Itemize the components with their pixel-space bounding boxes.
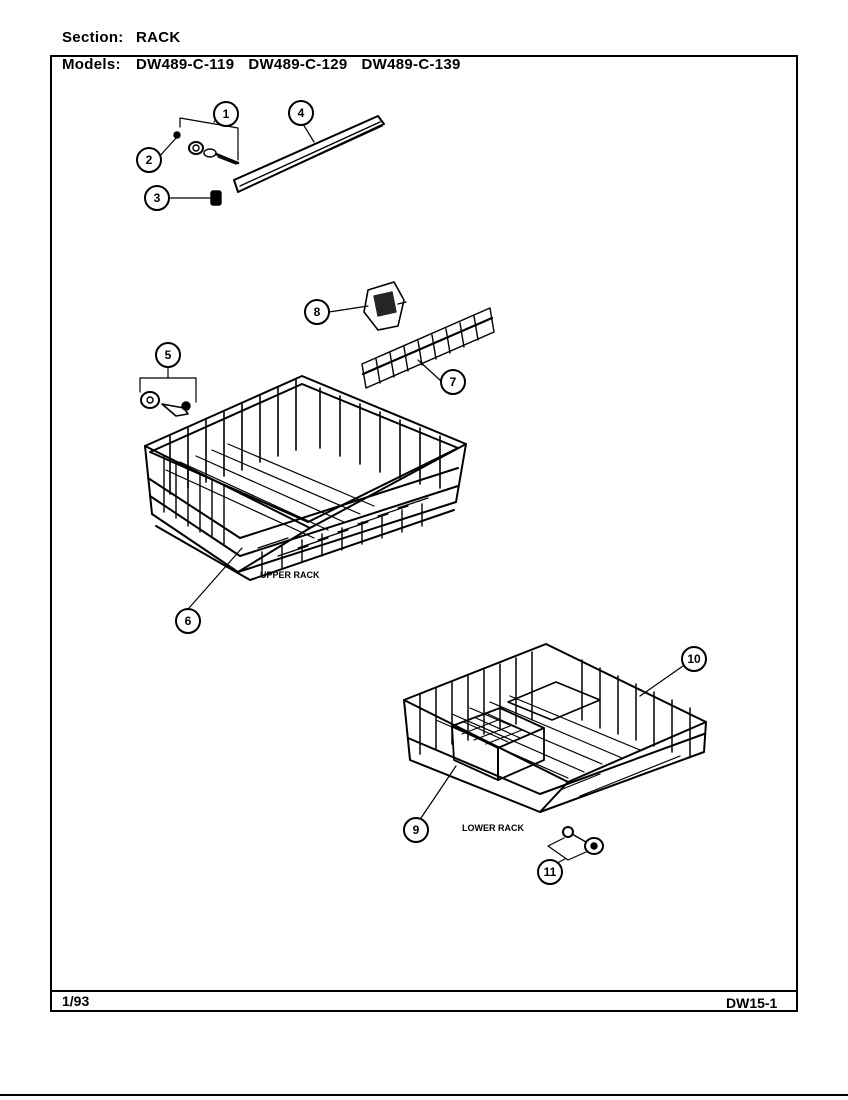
callout-9: 9 xyxy=(413,823,420,837)
section-label: Section: xyxy=(62,29,124,46)
callouts xyxy=(136,100,707,885)
screw-assembly-part xyxy=(173,131,240,165)
roller-part xyxy=(140,391,191,417)
callout-3-circle xyxy=(144,185,170,211)
callout-4-circle xyxy=(288,100,314,126)
callout-11-circle xyxy=(537,859,563,885)
section-row: Section: RACK xyxy=(62,29,181,46)
callout-9-circle xyxy=(403,817,429,843)
page-bottom-rule xyxy=(0,1094,848,1096)
model-number: DW489-C-119 xyxy=(136,56,235,73)
callout-5: 5 xyxy=(165,348,172,362)
clip-part xyxy=(210,190,222,206)
model-number: DW489-C-129 xyxy=(248,56,348,73)
lower-rack xyxy=(403,643,707,813)
footer-date: 1/93 xyxy=(62,993,90,1009)
footer-divider xyxy=(50,990,798,992)
bracket-part xyxy=(363,281,407,331)
callout-6: 6 xyxy=(185,614,192,628)
models-label: Models: xyxy=(62,56,121,73)
diagram-frame xyxy=(50,55,798,1012)
callout-2: 2 xyxy=(146,153,153,167)
callout-1-circle xyxy=(213,101,239,127)
model-number: DW489-C-139 xyxy=(361,56,461,73)
callout-10-circle xyxy=(681,646,707,672)
lower-roller-part xyxy=(562,826,604,855)
callout-10: 10 xyxy=(687,652,701,666)
divider-part xyxy=(361,307,495,389)
upper-rack-label: UPPER RACK xyxy=(260,570,320,580)
callout-2-circle xyxy=(136,147,162,173)
callout-8-circle xyxy=(304,299,330,325)
callout-3: 3 xyxy=(154,191,161,205)
callout-6-circle xyxy=(175,608,201,634)
section-value: RACK xyxy=(136,29,181,46)
models-row: Models: DW489-C-119 DW489-C-129 DW489-C-139 xyxy=(62,56,475,73)
callout-5-circle xyxy=(155,342,181,368)
callout-8: 8 xyxy=(314,305,321,319)
lower-rack-label: LOWER RACK xyxy=(462,823,524,833)
upper-rack xyxy=(144,375,467,581)
callout-1: 1 xyxy=(223,107,230,121)
callout-7: 7 xyxy=(450,375,457,389)
callout-7-circle xyxy=(440,369,466,395)
callout-11: 11 xyxy=(544,865,557,879)
footer-page-code: DW15-1 xyxy=(726,995,778,1011)
callout-4: 4 xyxy=(298,106,305,120)
rack-rail-part xyxy=(233,115,385,193)
